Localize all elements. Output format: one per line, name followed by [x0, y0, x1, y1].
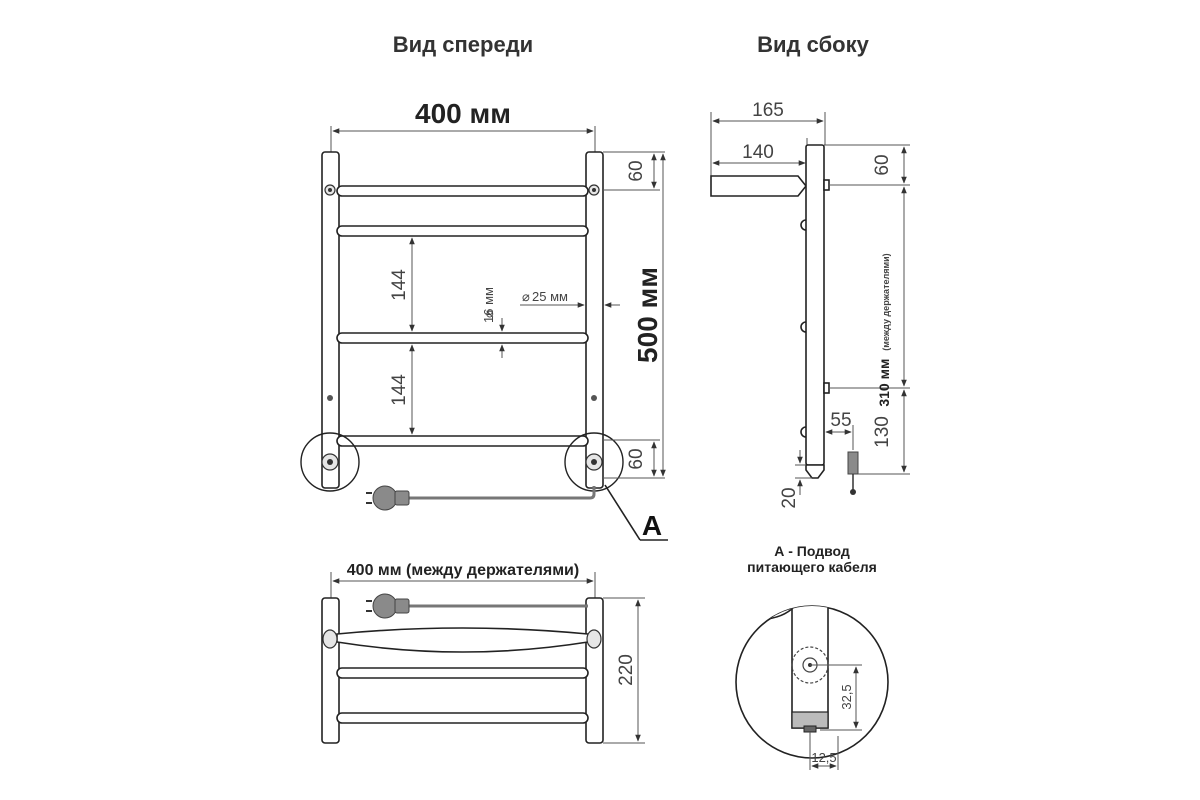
side-bottom-offset-label: 130 [872, 416, 893, 448]
detail-title-line2: питающего кабеля [747, 559, 877, 575]
side-upright [805, 144, 825, 466]
detail-a: А - Подвод питающего кабеля 32,5 12,5 [735, 543, 889, 770]
spacing-2-label: 144 [389, 374, 410, 406]
diameter-symbol-large-icon: ⌀ [522, 289, 530, 304]
side-between-holders-label: 310 мм (между держателями) [876, 253, 892, 406]
side-view-title: Вид сбоку [757, 32, 869, 57]
front-bottom-offset-label: 60 [626, 448, 647, 469]
side-between-holders-value: 310 мм [876, 359, 892, 407]
top-width-label: 400 мм (между держателями) [347, 562, 579, 579]
front-top-offset-label: 60 [626, 160, 647, 181]
bottom-left-mount-circle [300, 432, 360, 492]
pipe-small-diameter-label: 16 мм [481, 287, 496, 323]
side-rail [710, 175, 808, 197]
side-cable-connector [847, 451, 859, 475]
callout-a-leader [604, 484, 641, 541]
rung-top [336, 185, 589, 197]
top-depth-label: 220 [616, 654, 637, 686]
diameter-symbol-small-icon: ⌀ [481, 310, 496, 318]
side-total-depth-label: 165 [752, 100, 784, 121]
side-view: 165 140 60 310 мм (между держателями) [710, 100, 910, 509]
top-left-post [321, 597, 340, 744]
callout-a-label: A [642, 510, 662, 541]
top-rail-2 [336, 667, 589, 679]
rung-bottom [336, 435, 589, 447]
detail-width-label: 12,5 [811, 750, 836, 765]
side-cable-offset-label: 55 [830, 410, 851, 431]
front-width-label: 400 мм [415, 98, 511, 129]
power-plug-icon [366, 485, 410, 511]
front-view-title: Вид спереди [393, 32, 533, 57]
power-cable [404, 486, 596, 500]
top-curved-rail [336, 627, 589, 653]
spacing-1-label: 144 [389, 269, 410, 301]
front-view: 400 мм A [300, 98, 668, 541]
detail-height-label: 32,5 [839, 684, 854, 709]
pipe-large-diameter-label: 25 мм [532, 289, 568, 304]
detail-title-line1: А - Подвод [774, 543, 850, 559]
top-rail-3 [336, 712, 589, 724]
side-top-offset-label: 60 [872, 154, 893, 175]
left-upright [321, 151, 340, 489]
rung-3 [336, 332, 589, 344]
side-depth-label: 140 [742, 142, 774, 163]
front-height-label: 500 мм [632, 267, 663, 363]
top-power-plug-icon [366, 593, 410, 619]
right-upright [585, 151, 604, 489]
rung-2 [336, 225, 589, 237]
side-between-holders-note: (между держателями) [881, 253, 891, 350]
top-right-post [585, 597, 604, 744]
top-view: 400 мм (между держателями) 220 [321, 562, 645, 744]
side-bottom-gap-label: 20 [779, 487, 800, 508]
